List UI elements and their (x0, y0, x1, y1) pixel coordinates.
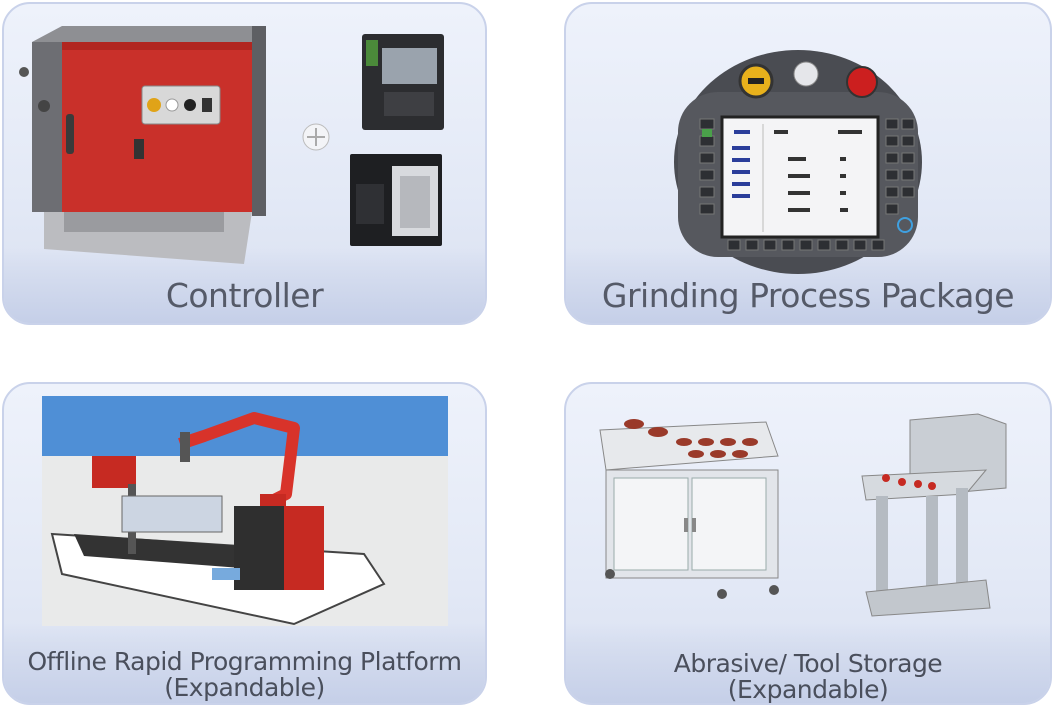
card-title: Grinding Process Package (601, 276, 1015, 315)
offline-platform-card: Offline Rapid Programming Platform (Expa… (2, 382, 487, 705)
card-subtitle: (Expandable) (727, 675, 889, 704)
card-title: Offline Rapid Programming Platform (27, 647, 463, 676)
card-title: Abrasive/ Tool Storage (673, 649, 943, 678)
card-title: Controller (165, 276, 324, 315)
tool-storage-card: Abrasive/ Tool Storage (Expandable) (564, 382, 1052, 705)
simulation-scene-image (42, 396, 448, 626)
controller-cabinet-image (19, 26, 444, 264)
teach-pendant-image (674, 50, 922, 274)
controller-card: Controller (2, 2, 487, 325)
card-subtitle: (Expandable) (164, 673, 325, 702)
caption-band (566, 623, 1050, 703)
grinding-card: Grinding Process Package (564, 2, 1052, 325)
tool-storage-image (599, 413, 1007, 617)
caption-band (4, 623, 485, 703)
